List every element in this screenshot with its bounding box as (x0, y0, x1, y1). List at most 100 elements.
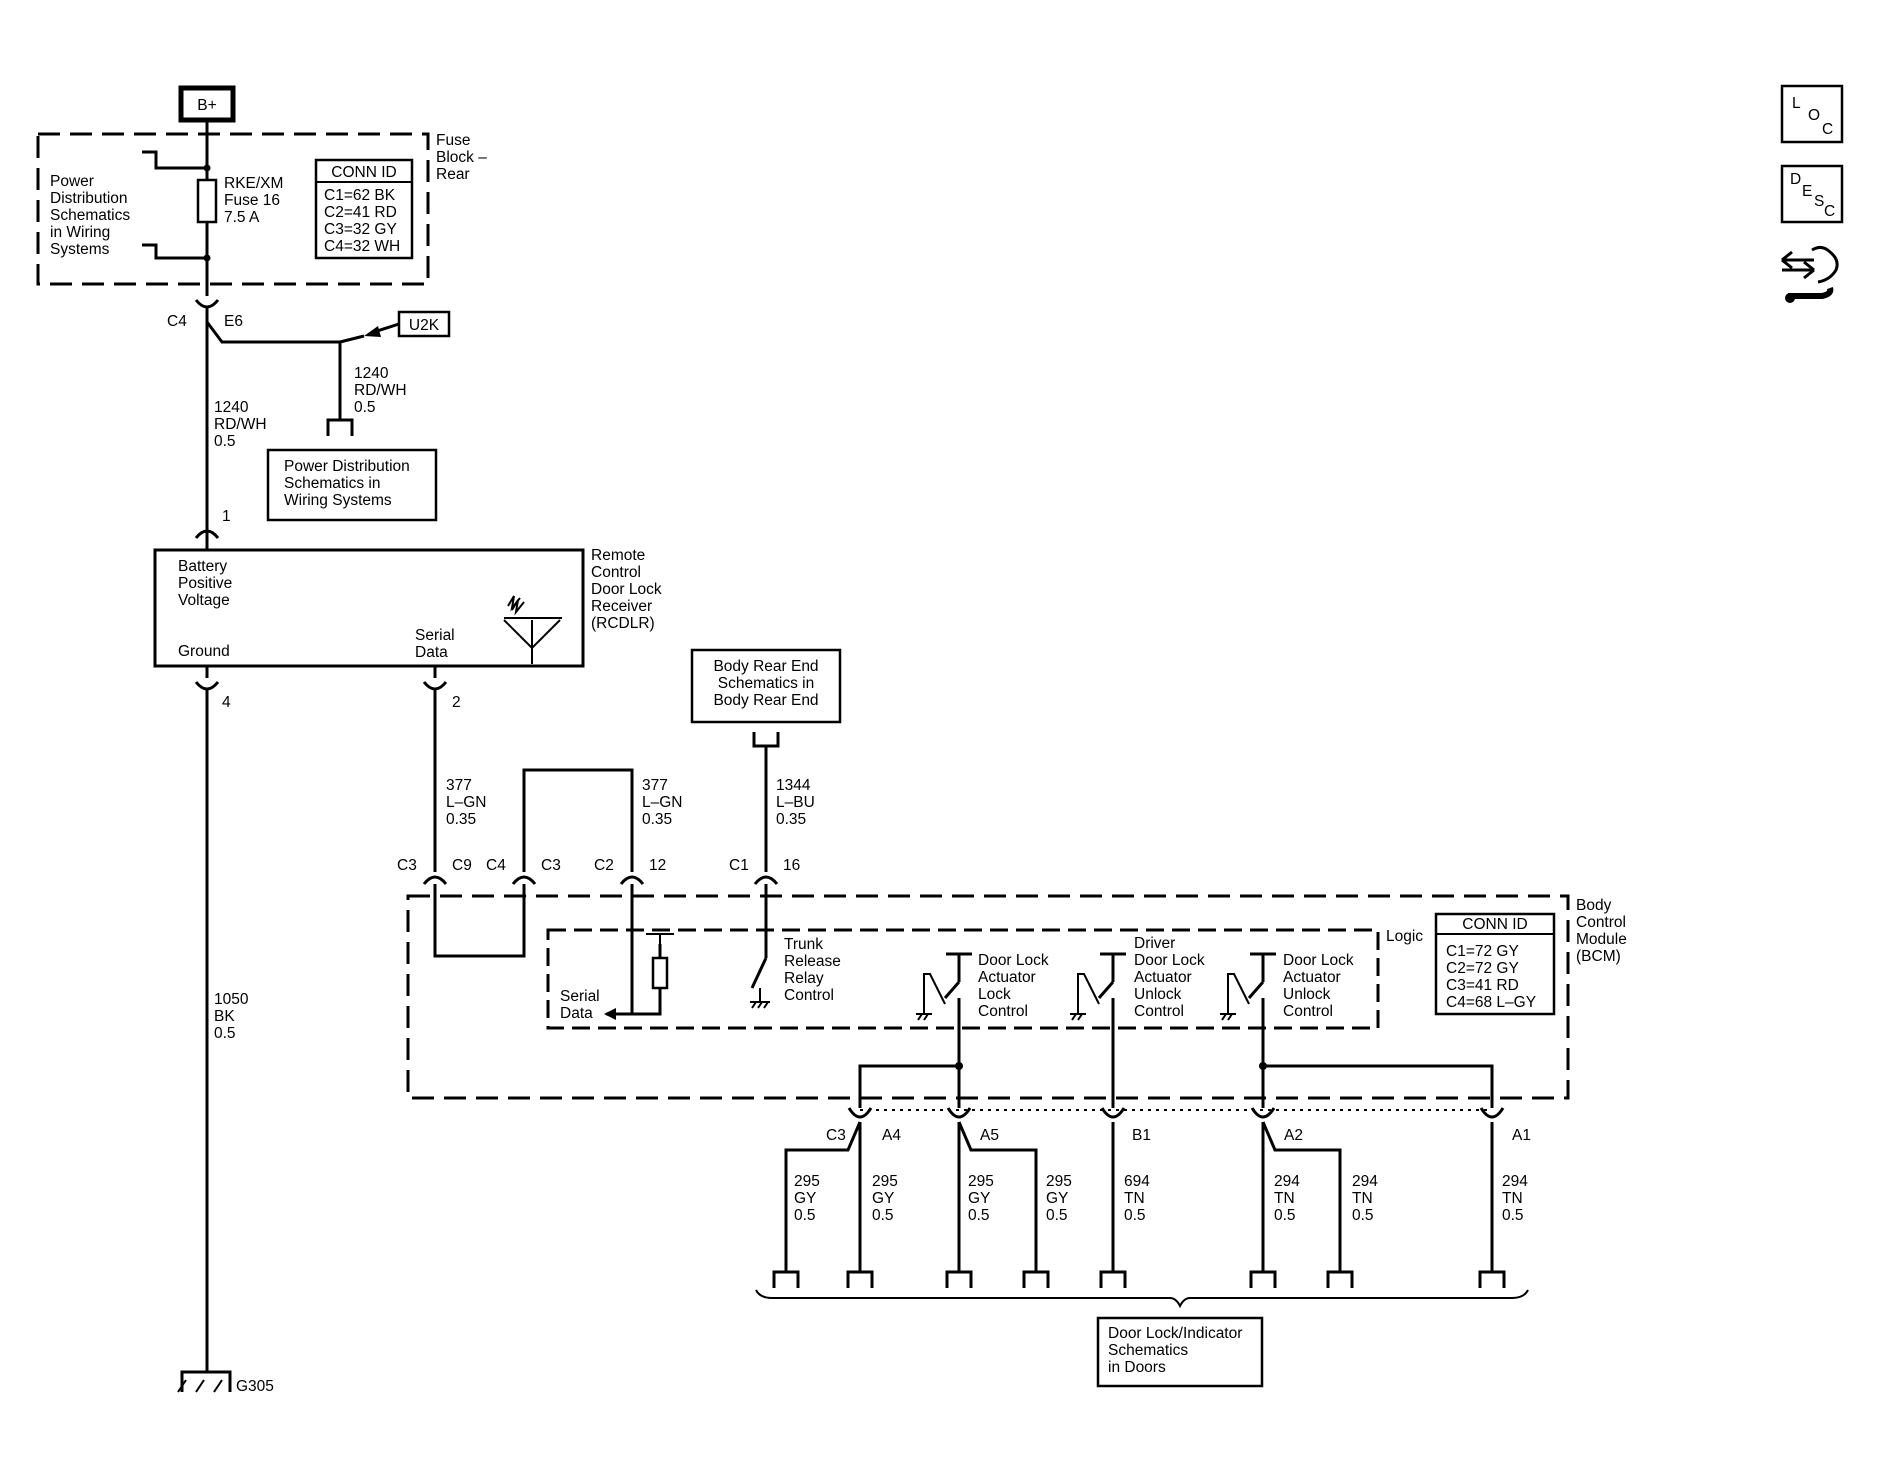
svg-text:C: C (1824, 203, 1835, 220)
rcdlr-pin-4: 4 (222, 694, 231, 711)
svg-text:Door Lock/Indicator: Door Lock/Indicator (1108, 1325, 1242, 1342)
svg-text:Data: Data (415, 644, 448, 661)
svg-text:694: 694 (1124, 1173, 1150, 1190)
svg-text:O: O (1808, 107, 1820, 124)
svg-text:Trunk: Trunk (784, 936, 823, 953)
svg-text:C2=41 RD: C2=41 RD (324, 204, 397, 221)
svg-text:Data: Data (560, 1005, 593, 1022)
desc-icon[interactable]: D E S C (1780, 164, 1844, 224)
driver-unlock-switch: Driver Door Lock Actuator Unlock Control (1070, 935, 1205, 1108)
svg-text:Door Lock: Door Lock (978, 952, 1049, 969)
svg-text:Control: Control (1134, 1003, 1184, 1020)
svg-text:A5: A5 (980, 1127, 999, 1144)
svg-text:294: 294 (1502, 1173, 1528, 1190)
body-rear-end-box: Body Rear End Schematics in Body Rear En… (690, 648, 842, 724)
svg-text:Power Distribution: Power Distribution (284, 458, 410, 475)
fuse-block-outline (36, 132, 430, 286)
door-lock-unlock-switch: Door Lock Actuator Unlock Control (1220, 952, 1354, 1066)
door-terminals (772, 1270, 1506, 1288)
svg-text:0.5: 0.5 (354, 399, 376, 416)
svg-text:0.5: 0.5 (1502, 1207, 1524, 1224)
svg-text:B1: B1 (1132, 1127, 1151, 1144)
svg-text:Voltage: Voltage (178, 592, 230, 609)
svg-text:Schematics in: Schematics in (284, 475, 380, 492)
svg-text:TN: TN (1502, 1190, 1523, 1207)
body-rear-wire-label: 1344 L–BU 0.35 (776, 777, 815, 828)
svg-text:Ground: Ground (178, 643, 230, 660)
svg-text:in Wiring: in Wiring (50, 224, 110, 241)
svg-text:Lock: Lock (978, 986, 1011, 1003)
fuse-16-icon (196, 178, 218, 224)
svg-text:Body Rear End: Body Rear End (713, 692, 818, 709)
svg-text:L–GN: L–GN (642, 794, 683, 811)
svg-text:Fuse 16: Fuse 16 (224, 192, 280, 209)
pullup-resistor-icon (651, 956, 669, 990)
svg-text:S: S (1814, 193, 1824, 210)
u2k-marker: U2K (339, 310, 451, 344)
svg-text:Remote: Remote (591, 547, 645, 564)
svg-text:Control: Control (784, 987, 834, 1004)
svg-text:C1: C1 (729, 857, 749, 874)
svg-text:Door Lock: Door Lock (1283, 952, 1354, 969)
branch-wire-label: 1240 RD/WH 0.5 (354, 365, 407, 416)
door-brace (755, 1289, 1529, 1309)
loc-icon[interactable]: L O C (1780, 84, 1844, 144)
svg-text:294: 294 (1352, 1173, 1378, 1190)
svg-text:Rear: Rear (436, 166, 470, 183)
svg-text:C4=32 WH: C4=32 WH (324, 238, 400, 255)
svg-text:C3: C3 (397, 857, 417, 874)
svg-text:C4=68 L–GY: C4=68 L–GY (1446, 994, 1536, 1011)
svg-text:Serial: Serial (560, 988, 600, 1005)
svg-text:0.5: 0.5 (214, 1025, 236, 1042)
svg-text:TN: TN (1124, 1190, 1145, 1207)
navigation-arrows-icon[interactable] (1781, 245, 1839, 303)
svg-text:Serial: Serial (415, 627, 455, 644)
pd-schematics-label: Power Distribution Schematics in Wiring … (50, 173, 130, 258)
svg-text:0.35: 0.35 (642, 811, 672, 828)
svg-text:Body Rear End: Body Rear End (713, 658, 818, 675)
bcm-outline (406, 894, 1570, 1100)
connector-c4-e6 (194, 299, 220, 309)
svg-text:Module: Module (1576, 931, 1627, 948)
bcm-serial-data-label: Serial Data (560, 988, 600, 1022)
svg-text:Body: Body (1576, 897, 1612, 914)
svg-text:A1: A1 (1512, 1127, 1531, 1144)
svg-text:L: L (1792, 95, 1801, 112)
bcm-conn-id: CONN ID C1=72 GY C2=72 GY C3=41 RD C4=68… (1434, 912, 1556, 1016)
ground-g305-icon (177, 1370, 232, 1393)
rcdlr-title: Remote Control Door Lock Receiver (RCDLR… (591, 547, 662, 632)
ground-wire-label: 1050 BK 0.5 (214, 991, 249, 1042)
svg-text:E6: E6 (224, 313, 243, 330)
svg-text:Driver: Driver (1134, 935, 1175, 952)
svg-text:Battery: Battery (178, 558, 227, 575)
svg-text:Receiver: Receiver (591, 598, 652, 615)
svg-text:A4: A4 (882, 1127, 901, 1144)
rcdlr-pin-1: 1 (222, 508, 231, 525)
svg-text:0.5: 0.5 (1124, 1207, 1146, 1224)
svg-text:1240: 1240 (354, 365, 389, 382)
svg-text:Control: Control (978, 1003, 1028, 1020)
trunk-relay-switch-icon (750, 957, 768, 989)
svg-text:L–GN: L–GN (446, 794, 487, 811)
svg-text:0.5: 0.5 (872, 1207, 894, 1224)
bcm-logic-label: Logic (1386, 928, 1423, 945)
svg-text:0.5: 0.5 (794, 1207, 816, 1224)
svg-text:RD/WH: RD/WH (354, 382, 407, 399)
antenna-icon (503, 595, 562, 664)
svg-text:Unlock: Unlock (1283, 986, 1331, 1003)
serial-arrow-icon (604, 1008, 616, 1020)
svg-text:C4: C4 (167, 313, 187, 330)
svg-text:C9: C9 (452, 857, 472, 874)
svg-text:Positive: Positive (178, 575, 232, 592)
svg-text:C3=41 RD: C3=41 RD (1446, 977, 1519, 994)
svg-text:377: 377 (446, 777, 472, 794)
bcm-logic-outline (546, 928, 1380, 1030)
svg-text:RKE/XM: RKE/XM (224, 175, 283, 192)
svg-text:Systems: Systems (50, 241, 110, 258)
svg-text:GY: GY (794, 1190, 816, 1207)
svg-text:Unlock: Unlock (1134, 986, 1182, 1003)
rcdlr-pin-2: 2 (452, 694, 461, 711)
fuse-16-label: RKE/XM Fuse 16 7.5 A (224, 175, 283, 226)
svg-text:295: 295 (794, 1173, 820, 1190)
